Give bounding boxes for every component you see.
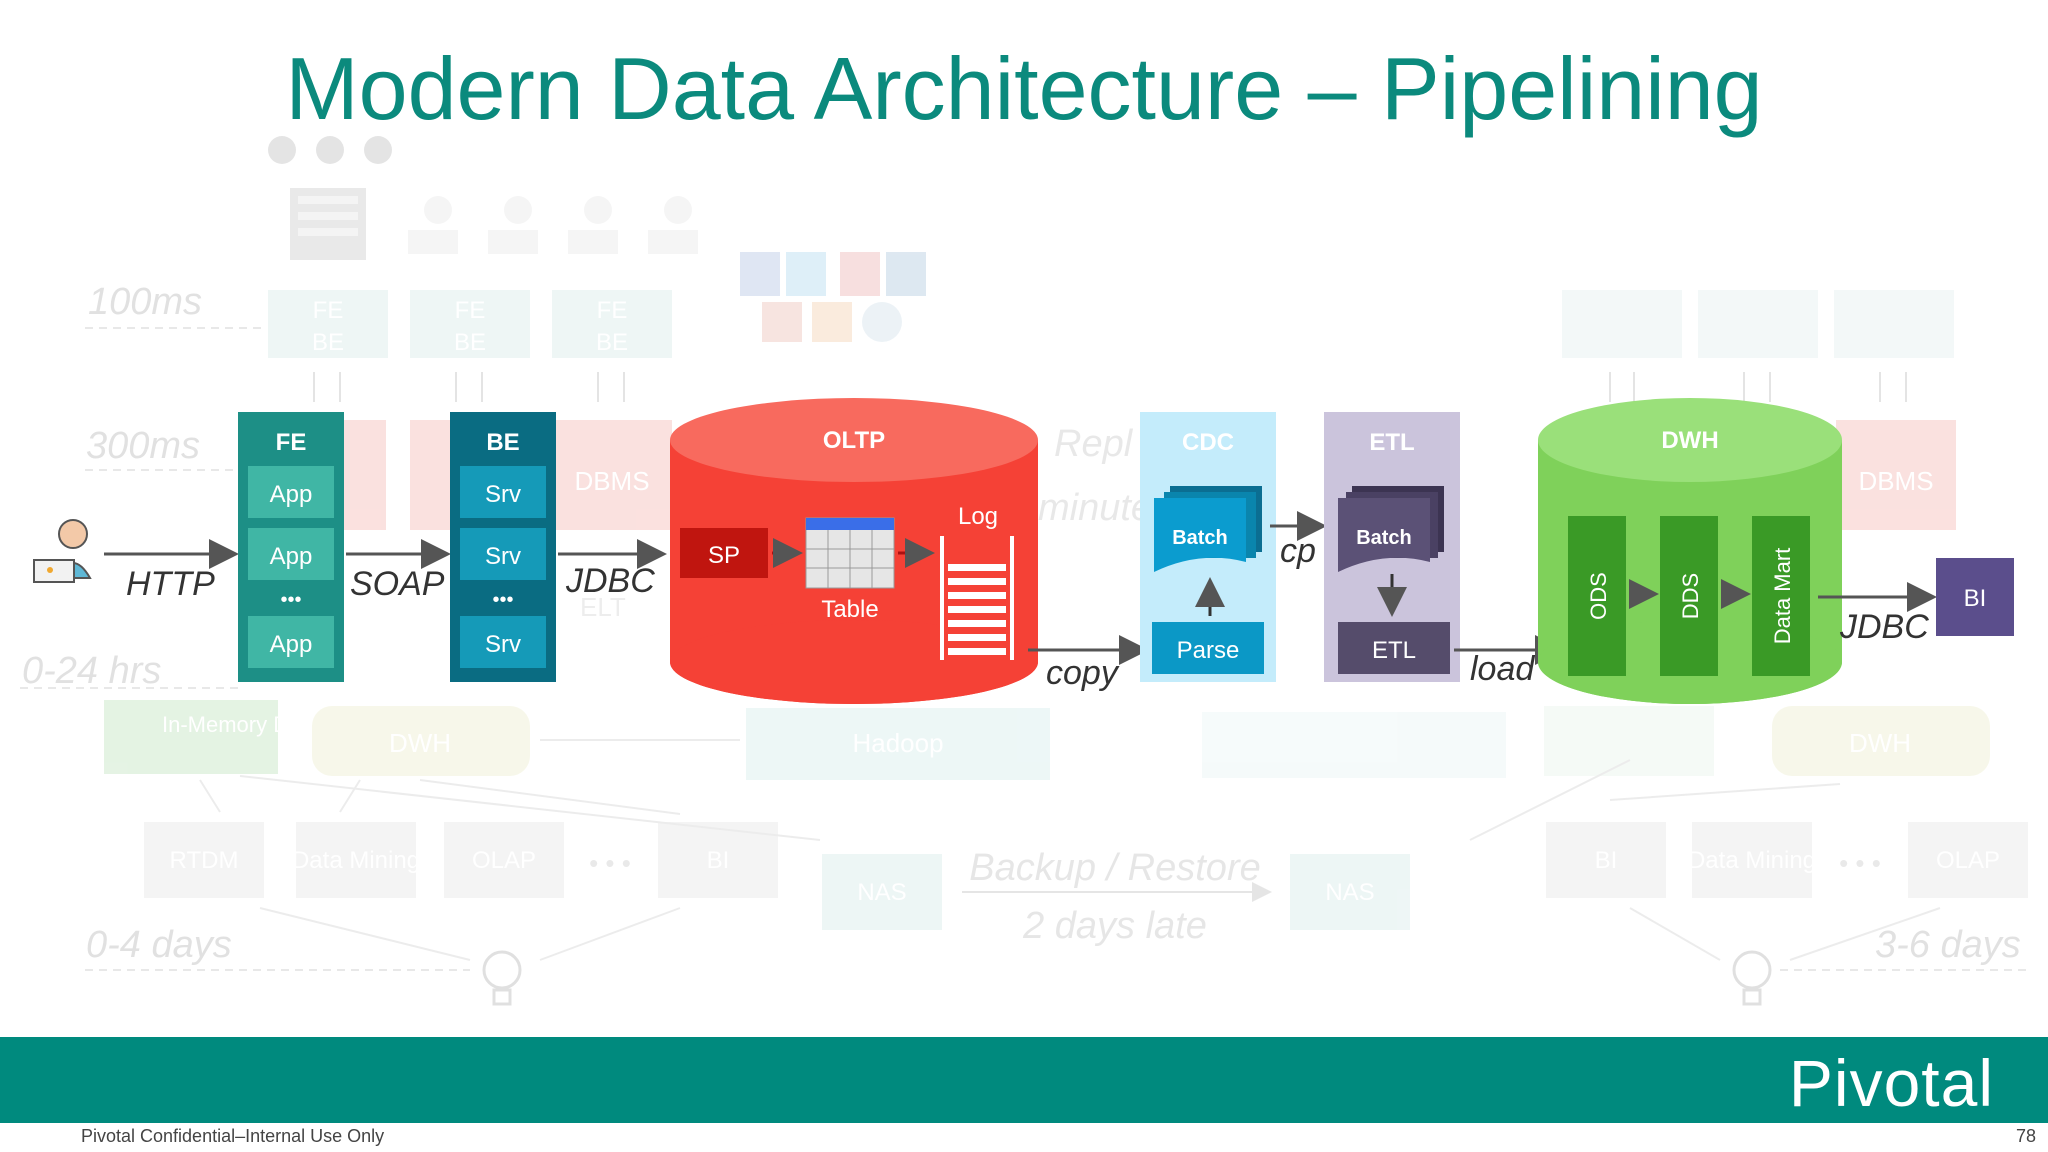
http-label: HTTP [126,565,215,603]
fe-app-2: App [270,543,313,570]
latency-0-4days: 0-4 days [86,924,232,966]
page-number: 78 [2015,1126,2036,1146]
batch-stack-icon [1338,486,1444,572]
be-dots: ••• [492,589,513,611]
oltp-database: OLTP SP Table Log [670,398,1038,704]
lightbulb-icon [482,950,1772,1006]
etl-label: ETL [1372,637,1416,664]
faded-nas-label-right: NAS [1325,879,1374,906]
bi-label: BI [1964,585,1987,612]
pivotal-logo: Pivotal [1788,1046,1994,1120]
cdc-stage: CDC Batch Parse [1140,412,1276,682]
footer-bar: Pivotal [0,1037,2048,1123]
dwh-title: DWH [1661,427,1718,454]
faded-ellipsis-right: • • • [1839,848,1881,878]
faded-fe-label: FE [313,297,344,324]
sp-label: SP [708,542,740,569]
load-label: load [1470,650,1535,688]
table-icon [805,517,895,589]
dds-label: DDS [1678,573,1703,619]
user-icon [33,519,92,583]
etl-title: ETL [1369,429,1414,456]
faded-dwh-left: DWH [312,706,530,776]
faded-dwh-right: DWH [1772,706,1990,776]
svg-text:DWH: DWH [389,728,451,758]
users-icon [408,196,698,254]
cdc-batch-label: Batch [1172,527,1228,549]
faded-dbms-label: DBMS [574,466,649,496]
faded-be-label: BE [312,329,344,356]
faded-bi-label-right: BI [1595,847,1618,874]
be-srv-2: Srv [485,543,521,570]
faded-late-label: 2 days late [1022,905,1207,947]
copy-label: copy [1046,654,1120,692]
fe-app-3: App [270,631,313,658]
data-mart-label: Data Mart [1770,548,1795,645]
faded-ellipsis-left: • • • [589,848,631,878]
log-icon [940,536,1014,660]
faded-olap-right: OLAP [1936,847,2000,874]
faded-data-mining-label: Data Mining [292,847,420,874]
faded-be-label: BE [454,329,486,356]
faded-hadoop-right [1202,712,1506,778]
latency-100ms: 100ms [88,281,202,323]
server-icon [290,188,366,260]
table-label: Table [821,596,878,623]
jdbc-bi-label: JDBC [1839,608,1929,646]
cdc-title: CDC [1182,429,1234,456]
faded-elt-label: ELT [580,592,626,622]
faded-fe-be-group-right [1562,290,1954,358]
be-title: BE [486,429,519,456]
etl-batch-label: Batch [1356,527,1412,549]
social-icons [740,252,926,342]
batch-stack-icon [1154,486,1262,572]
fe-dots: ••• [280,589,301,611]
log-label: Log [958,503,998,530]
faded-in-memory-store: In-Memory Data Store [104,700,378,774]
soap-label: SOAP [350,565,445,603]
crowd-icon [268,136,392,164]
faded-analytics-left [144,822,1410,930]
faded-olap-label: OLAP [472,847,536,874]
architecture-diagram: 100ms 300ms 0-24 hrs 0-4 days 3-6 days [20,136,2030,1006]
slide-title: Modern Data Architecture – Pipelining [285,39,1763,138]
faded-data-mining-right: Data Mining [1688,847,1816,874]
faded-fe-label: FE [597,297,628,324]
faded-backup-label: Backup / Restore [969,847,1260,889]
faded-background: 100ms 300ms 0-24 hrs 0-4 days 3-6 days [20,136,2030,1006]
faded-minute-label: minute [1038,487,1152,529]
faded-dbms-cylinders [340,420,1956,530]
ods-label: ODS [1586,572,1611,620]
etl-stage: ETL Batch ETL [1324,412,1460,682]
faded-store-right [1544,706,1714,776]
be-tier: BE Srv Srv ••• Srv [450,412,556,682]
faded-repl-label: Repl [1054,423,1134,465]
faded-rtdm-label: RTDM [170,847,239,874]
fe-app-1: App [270,481,313,508]
cp-label: cp [1280,532,1316,570]
latency-0-24hrs: 0-24 hrs [22,650,161,692]
dwh-database: DWH ODS DDS Data Mart [1538,398,1842,704]
latency-3-6days: 3-6 days [1875,924,2021,966]
faded-analytics-right [1546,822,2028,898]
fe-title: FE [276,429,307,456]
svg-text:Hadoop: Hadoop [852,728,943,758]
bi-box: BI [1936,558,2014,636]
faded-bi-label: BI [707,847,730,874]
faded-hadoop: Hadoop [746,708,1050,780]
faded-nas-label: NAS [857,879,906,906]
faded-fe-be-group-left [268,290,672,358]
fe-tier: FE App App ••• App [238,412,344,682]
be-srv-1: Srv [485,481,521,508]
parse-label: Parse [1177,637,1240,664]
faded-be-label: BE [596,329,628,356]
jdbc-label: JDBC [565,562,655,600]
svg-text:DWH: DWH [1849,728,1911,758]
confidentiality-notice: Pivotal Confidential–Internal Use Only [81,1126,385,1146]
be-srv-3: Srv [485,631,521,658]
latency-300ms: 300ms [86,425,200,467]
faded-dbms-label-right: DBMS [1858,466,1933,496]
faded-fe-label: FE [455,297,486,324]
oltp-title: OLTP [823,427,885,454]
